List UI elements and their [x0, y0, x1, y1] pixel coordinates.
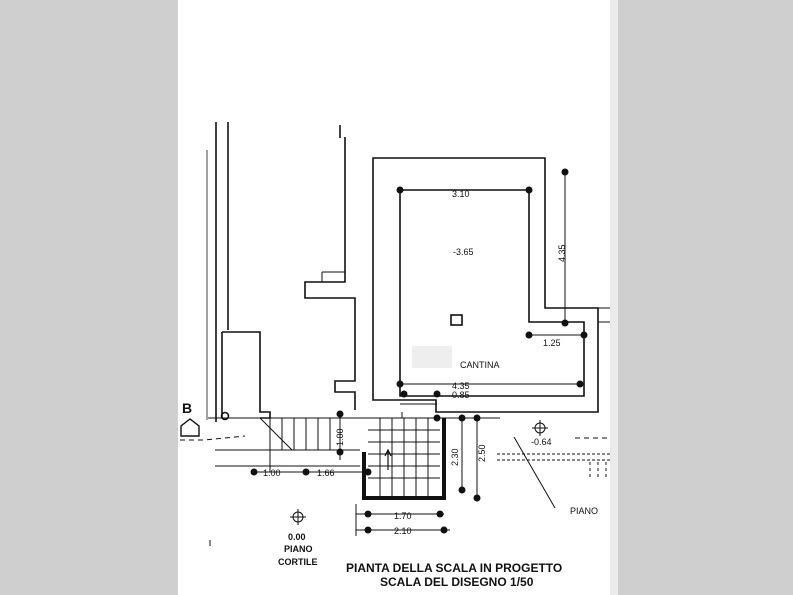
dim-height-right: 4.35	[557, 244, 567, 262]
stair-treads	[269, 418, 440, 496]
cortile-label: CORTILE	[278, 557, 318, 567]
window-symbol	[450, 314, 463, 326]
dimension-dots	[250, 168, 588, 534]
level-marker-right-icon	[532, 420, 548, 436]
level-right-marker: -0.64	[531, 437, 552, 447]
dim-bottom-a: 1.70	[394, 511, 412, 521]
level-cellar: -3.65	[453, 247, 474, 257]
dim-stair-vertical: 1.00	[335, 428, 345, 446]
sheet-shadow	[610, 0, 618, 595]
dim-width-bottom: 4.35	[452, 381, 470, 391]
drawing-title: PIANTA DELLA SCALA IN PROGETTO	[346, 561, 562, 575]
stair-arrow-head	[384, 448, 392, 457]
dim-step-right: 1.25	[543, 338, 561, 348]
stair-thick-wall	[362, 418, 446, 500]
left-fixture	[220, 411, 230, 421]
drawing-sheet	[178, 0, 610, 595]
right-stub-lines	[589, 462, 607, 480]
dim-left-a: 1.00	[263, 468, 281, 478]
stepped-wall	[304, 137, 356, 410]
dim-depth-b: 2.50	[477, 444, 487, 462]
dim-depth-a: 2.30	[450, 448, 460, 466]
piano-right-label: PIANO	[570, 506, 598, 516]
right-dashed-lines	[497, 453, 610, 461]
right-edge-lines	[598, 307, 610, 323]
section-marker-label: B	[182, 400, 192, 416]
room-outer-wall	[372, 157, 599, 413]
dim-bottom-b: 2.10	[394, 526, 412, 536]
dim-left-b: 1.66	[317, 468, 335, 478]
stair-diagonal	[259, 417, 293, 451]
smudge	[412, 346, 452, 368]
dim-landing: 0.85	[452, 390, 470, 400]
dim-width-top: 3.10	[452, 189, 470, 199]
stepped-notch	[321, 271, 345, 282]
drawing-scale: SCALA DEL DISEGNO 1/50	[380, 575, 534, 589]
level-courtyard: 0.00	[288, 532, 306, 542]
left-small-room	[221, 331, 271, 419]
room-label: CANTINA	[460, 360, 500, 370]
piano-left-label: PIANO	[284, 544, 313, 554]
stair-lower-lines	[215, 449, 360, 467]
level-marker-courtyard-icon	[290, 509, 306, 525]
section-marker-icon	[180, 418, 200, 437]
piano-leader	[513, 436, 556, 509]
